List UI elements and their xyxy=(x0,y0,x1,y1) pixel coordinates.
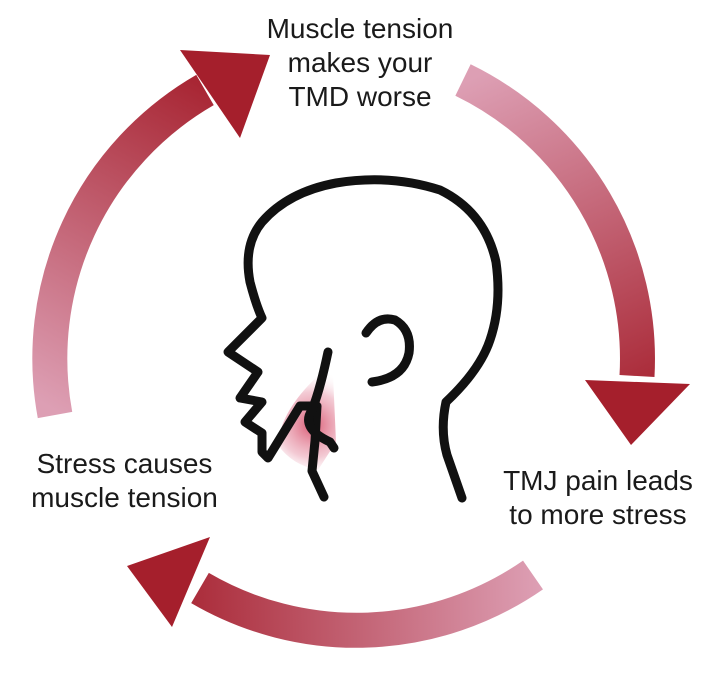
step-label-left: Stress causes muscle tension xyxy=(2,447,247,515)
step-top-line-1: Muscle tension xyxy=(266,13,454,44)
step-top-line-2: makes your xyxy=(287,47,433,78)
step-right-line-2: to more stress xyxy=(509,499,687,530)
arrow-top-to-right xyxy=(455,64,690,445)
head-outline xyxy=(223,175,503,503)
ear-outline xyxy=(361,314,414,387)
jaw-joint-line xyxy=(304,347,339,453)
head-profile-jaw-pain-icon xyxy=(223,175,503,503)
step-label-top: Muscle tension makes your TMD worse xyxy=(230,12,490,114)
step-left-line-1: Stress causes xyxy=(36,448,213,479)
arrow-right-to-bottom-left xyxy=(127,537,543,648)
step-top-line-3: TMD worse xyxy=(288,81,432,112)
step-right-line-1: TMJ pain leads xyxy=(503,465,693,496)
step-left-line-2: muscle tension xyxy=(31,482,218,513)
step-label-right: TMJ pain leads to more stress xyxy=(478,464,718,532)
arrow-left-to-top xyxy=(32,50,270,419)
